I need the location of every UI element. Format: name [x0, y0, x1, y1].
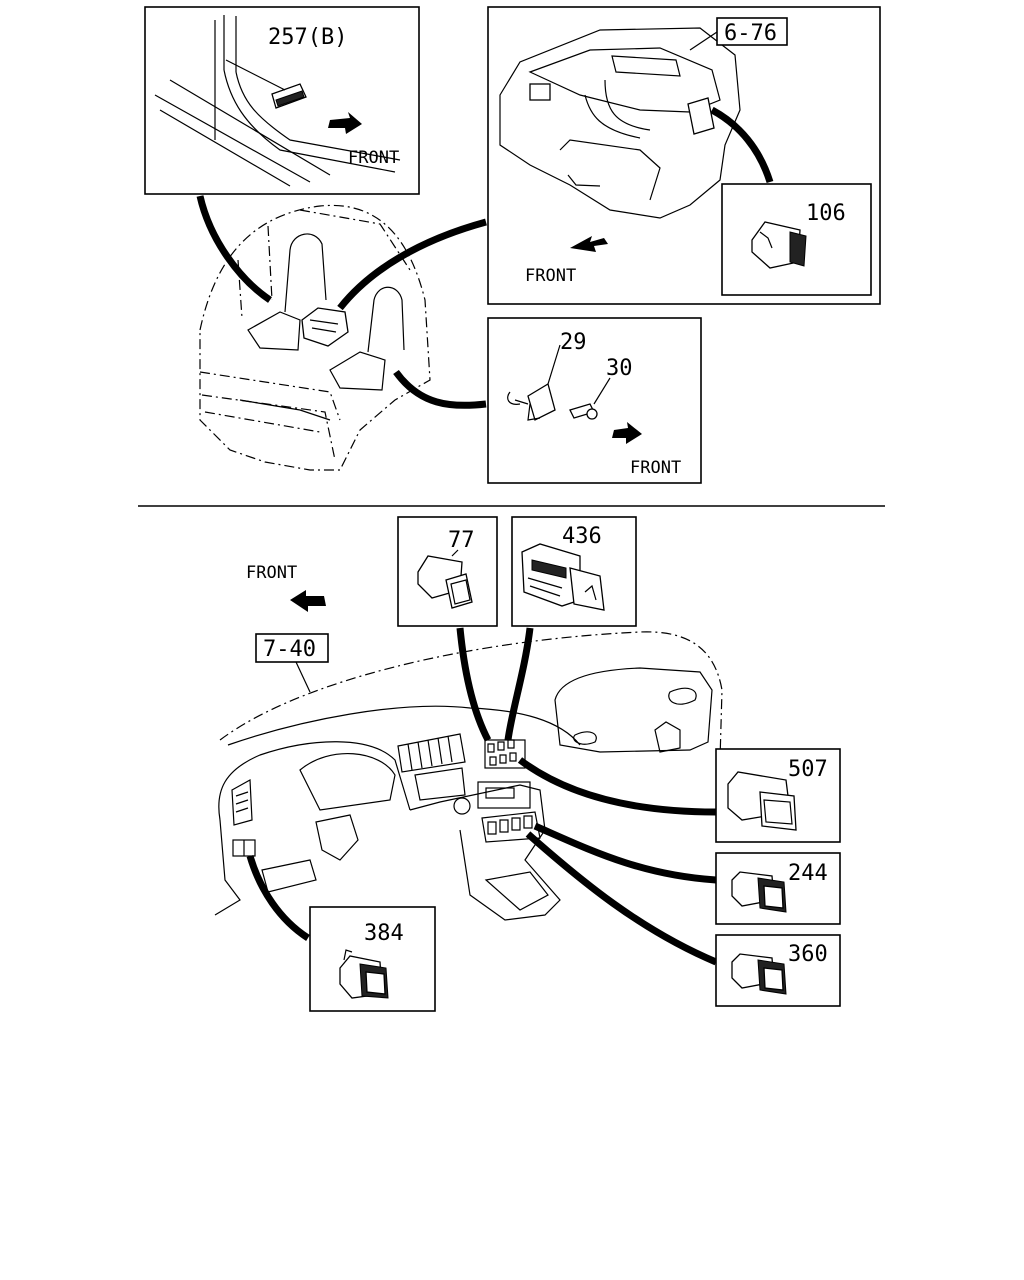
part-label-29: 29 [560, 330, 587, 355]
part-label-360: 360 [788, 942, 828, 967]
part-label-106: 106 [806, 201, 846, 226]
detail-box-77: 77 [397, 516, 498, 627]
leader-77 [456, 627, 492, 742]
front-label: FRONT [630, 458, 681, 478]
part-label-244: 244 [788, 861, 828, 886]
ref-label-7-40: 7-40 [263, 637, 316, 662]
detail-panel-6-76: 6-76 FRONT 106 [487, 6, 881, 305]
front-label: FRONT [348, 148, 399, 168]
leader-384 [246, 855, 310, 941]
detail-panel-29-30: 29 30 FRONT [487, 317, 702, 484]
leader-360 [525, 831, 718, 966]
part-label-436: 436 [562, 524, 602, 549]
dashboard-illustration [214, 631, 723, 921]
leader-244 [533, 822, 717, 884]
detail-box-384: 384 [309, 906, 436, 1012]
detail-box-507: 507 [715, 748, 841, 843]
truck-cab-illustration [199, 204, 431, 471]
part-label-257b: 257(B) [268, 25, 347, 50]
detail-box-436: 436 [511, 516, 637, 627]
leader-6-76 [337, 218, 487, 311]
part-label-30: 30 [606, 356, 633, 381]
leader-507 [517, 757, 717, 816]
front-label: FRONT [525, 266, 576, 286]
leader-29 [393, 369, 487, 409]
front-indicator: FRONT [246, 563, 326, 612]
part-label-384: 384 [364, 921, 404, 946]
leader-257b [196, 195, 272, 303]
front-label: FRONT [246, 563, 297, 583]
part-label-507: 507 [788, 757, 828, 782]
detail-box-244: 244 [715, 852, 841, 925]
ref-label-6-76: 6-76 [724, 21, 777, 46]
detail-panel-257b: 257(B) FRONT [144, 6, 420, 195]
part-label-77: 77 [448, 528, 475, 553]
leader-436 [504, 627, 534, 741]
detail-box-360: 360 [715, 934, 841, 1007]
